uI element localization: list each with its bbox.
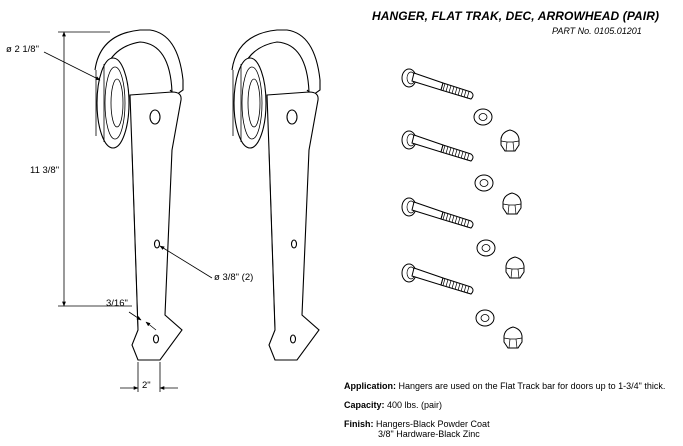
hanger-left [94,29,184,361]
application-label: Application: [344,381,396,391]
wheel-diameter-label: ø 2 1/8" [6,44,39,55]
capacity-spec: Capacity: 400 lbs. (pair) [344,400,442,410]
part-number: PART No. 0105.01201 [552,26,642,36]
product-title: HANGER, FLAT TRAK, DEC, ARROWHEAD (PAIR) [372,9,660,23]
finish-line1: Hangers-Black Powder Coat [376,419,490,429]
finish-label: Finish: [344,419,374,429]
width-label: 2" [142,380,151,391]
hanger-right [231,29,321,361]
application-text: Hangers are used on the Flat Track bar f… [398,381,666,391]
capacity-label: Capacity: [344,400,385,410]
finish-spec: Finish: Hangers-Black Powder Coat [344,419,490,429]
dimension-lines [43,31,213,392]
finish-line2: 3/8" Hardware-Black Zinc [378,429,480,439]
overall-height-label: 11 3/8" [30,165,60,176]
hardware-bolts [401,68,474,295]
hardware-nuts [500,129,525,349]
thickness-label: 3/16" [106,298,128,309]
hole-diameter-label: ø 3/8" (2) [214,272,254,283]
hardware-washers [473,108,496,327]
capacity-text: 400 lbs. (pair) [387,400,443,410]
application-spec: Application: Hangers are used on the Fla… [344,381,665,391]
